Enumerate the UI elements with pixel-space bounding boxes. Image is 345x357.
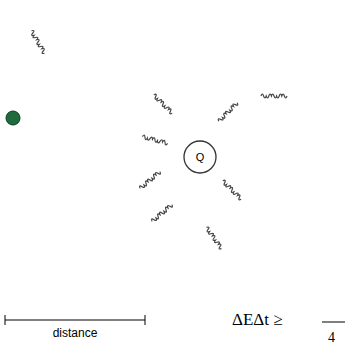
photon-wave [30,30,46,55]
photon-wave [261,94,287,98]
scale-bar [5,315,145,325]
photon-wave [221,179,242,200]
photon-wave [139,170,161,190]
photon-waves [30,30,287,250]
particle-dot [6,111,20,125]
uncertainty-formula: ΔEΔt ≥ [232,310,283,330]
photon-wave [152,93,173,114]
photon-wave [217,101,238,122]
photon-wave [205,226,223,250]
charge-circle: Q [183,140,217,174]
photon-wave [142,135,168,146]
charge-label: Q [183,151,217,163]
photon-wave [151,203,173,223]
fraction-denominator: 4 [328,330,335,346]
scale-label: distance [53,326,98,340]
fraction-bar [322,322,345,323]
